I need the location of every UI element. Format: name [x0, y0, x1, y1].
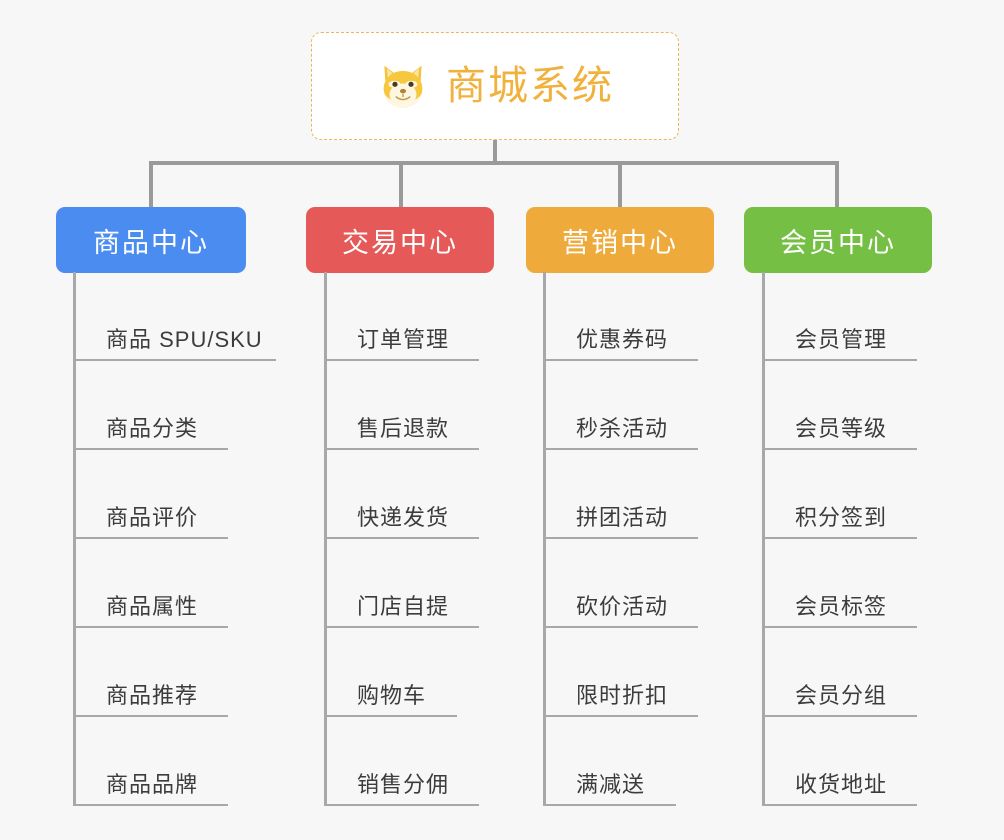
- category-header-trade-center[interactable]: 交易中心: [306, 207, 494, 273]
- leaf-item[interactable]: 商品评价: [73, 450, 228, 539]
- leaf-underline: [762, 537, 917, 539]
- leaf-item-label: 满减送: [576, 772, 646, 797]
- leaf-underline: [762, 626, 917, 628]
- leaf-underline: [73, 626, 228, 628]
- leaf-item-label: 会员等级: [795, 416, 888, 441]
- leaf-underline: [73, 448, 228, 450]
- leaf-item[interactable]: 门店自提: [324, 539, 479, 628]
- leaf-item-label: 拼团活动: [576, 505, 669, 530]
- leaf-item-label: 商品分类: [106, 416, 199, 441]
- leaf-item-label: 订单管理: [357, 327, 450, 352]
- leaf-underline: [324, 359, 479, 361]
- leaf-item[interactable]: 商品分类: [73, 361, 228, 450]
- leaf-item[interactable]: 会员管理: [762, 272, 917, 361]
- leaf-item[interactable]: 订单管理: [324, 272, 479, 361]
- leaf-underline: [73, 359, 276, 361]
- connector-trunk: [73, 272, 76, 806]
- leaf-item-label: 商品品牌: [106, 772, 199, 797]
- leaf-item-label: 购物车: [357, 683, 427, 708]
- connector-drop-trade-center: [399, 161, 403, 208]
- leaf-underline: [324, 626, 479, 628]
- leaf-item[interactable]: 商品 SPU/SKU: [73, 272, 276, 361]
- leaf-item-label: 限时折扣: [576, 683, 669, 708]
- leaf-item[interactable]: 商品推荐: [73, 628, 228, 717]
- leaf-underline: [73, 715, 228, 717]
- leaf-underline: [543, 715, 698, 717]
- leaf-underline: [762, 448, 917, 450]
- leaf-underline: [762, 804, 917, 806]
- leaf-underline: [324, 804, 479, 806]
- leaf-underline: [73, 804, 228, 806]
- shiba-dog-face-icon: [383, 65, 423, 108]
- leaf-underline: [543, 537, 698, 539]
- leaf-item-label: 收货地址: [795, 772, 888, 797]
- connector-horizontal-bus: [149, 161, 839, 165]
- leaf-item[interactable]: 商品属性: [73, 539, 228, 628]
- leaf-item-label: 优惠券码: [576, 327, 669, 352]
- leaf-underline: [543, 626, 698, 628]
- category-header-marketing-center[interactable]: 营销中心: [526, 207, 714, 273]
- connector-drop-member-center: [835, 161, 839, 208]
- leaf-item[interactable]: 拼团活动: [543, 450, 698, 539]
- leaf-item[interactable]: 售后退款: [324, 361, 479, 450]
- category-header-label: 营销中心: [562, 227, 678, 258]
- connector-drop-marketing-center: [618, 161, 622, 208]
- leaf-item-label: 砍价活动: [576, 594, 669, 619]
- leaf-item[interactable]: 快递发货: [324, 450, 479, 539]
- leaf-item-label: 商品属性: [106, 594, 199, 619]
- leaf-item-label: 会员标签: [795, 594, 888, 619]
- leaf-item[interactable]: 销售分佣: [324, 717, 479, 806]
- leaf-item[interactable]: 秒杀活动: [543, 361, 698, 450]
- category-header-label: 交易中心: [342, 227, 458, 258]
- category-header-member-center[interactable]: 会员中心: [744, 207, 932, 273]
- leaf-item-label: 门店自提: [357, 594, 450, 619]
- category-header-label: 会员中心: [780, 227, 896, 258]
- leaf-item-label: 售后退款: [357, 416, 450, 441]
- leaf-underline: [762, 359, 917, 361]
- root-title: 商城系统: [446, 64, 614, 108]
- leaf-item[interactable]: 会员标签: [762, 539, 917, 628]
- category-header-product-center[interactable]: 商品中心: [56, 207, 246, 273]
- leaf-item[interactable]: 优惠券码: [543, 272, 698, 361]
- leaf-item-label: 销售分佣: [357, 772, 450, 797]
- leaf-underline: [543, 448, 698, 450]
- category-header-label: 商品中心: [93, 227, 209, 258]
- leaf-underline: [324, 448, 479, 450]
- leaf-item-label: 商品评价: [106, 505, 199, 530]
- connector-trunk: [324, 272, 327, 806]
- connector-root-stem: [493, 140, 497, 164]
- leaf-item[interactable]: 限时折扣: [543, 628, 698, 717]
- leaf-item[interactable]: 砍价活动: [543, 539, 698, 628]
- leaf-item-label: 秒杀活动: [576, 416, 669, 441]
- leaf-item-label: 会员分组: [795, 683, 888, 708]
- leaf-underline: [762, 715, 917, 717]
- connector-trunk: [762, 272, 765, 806]
- leaf-item-label: 商品推荐: [106, 683, 199, 708]
- leaf-item-label: 商品 SPU/SKU: [106, 327, 263, 352]
- leaf-item[interactable]: 会员分组: [762, 628, 917, 717]
- leaf-item[interactable]: 购物车: [324, 628, 457, 717]
- connector-drop-product-center: [149, 161, 153, 208]
- leaf-item[interactable]: 会员等级: [762, 361, 917, 450]
- leaf-item[interactable]: 积分签到: [762, 450, 917, 539]
- leaf-underline: [543, 804, 676, 806]
- leaf-underline: [324, 715, 457, 717]
- leaf-item-label: 快递发货: [357, 505, 450, 530]
- connector-trunk: [543, 272, 546, 806]
- leaf-item[interactable]: 收货地址: [762, 717, 917, 806]
- leaf-item-label: 积分签到: [795, 505, 888, 530]
- leaf-item-label: 会员管理: [795, 327, 888, 352]
- leaf-underline: [543, 359, 698, 361]
- root-node[interactable]: 商城系统: [311, 32, 679, 140]
- leaf-item[interactable]: 商品品牌: [73, 717, 228, 806]
- leaf-underline: [73, 537, 228, 539]
- leaf-underline: [324, 537, 479, 539]
- leaf-item[interactable]: 满减送: [543, 717, 676, 806]
